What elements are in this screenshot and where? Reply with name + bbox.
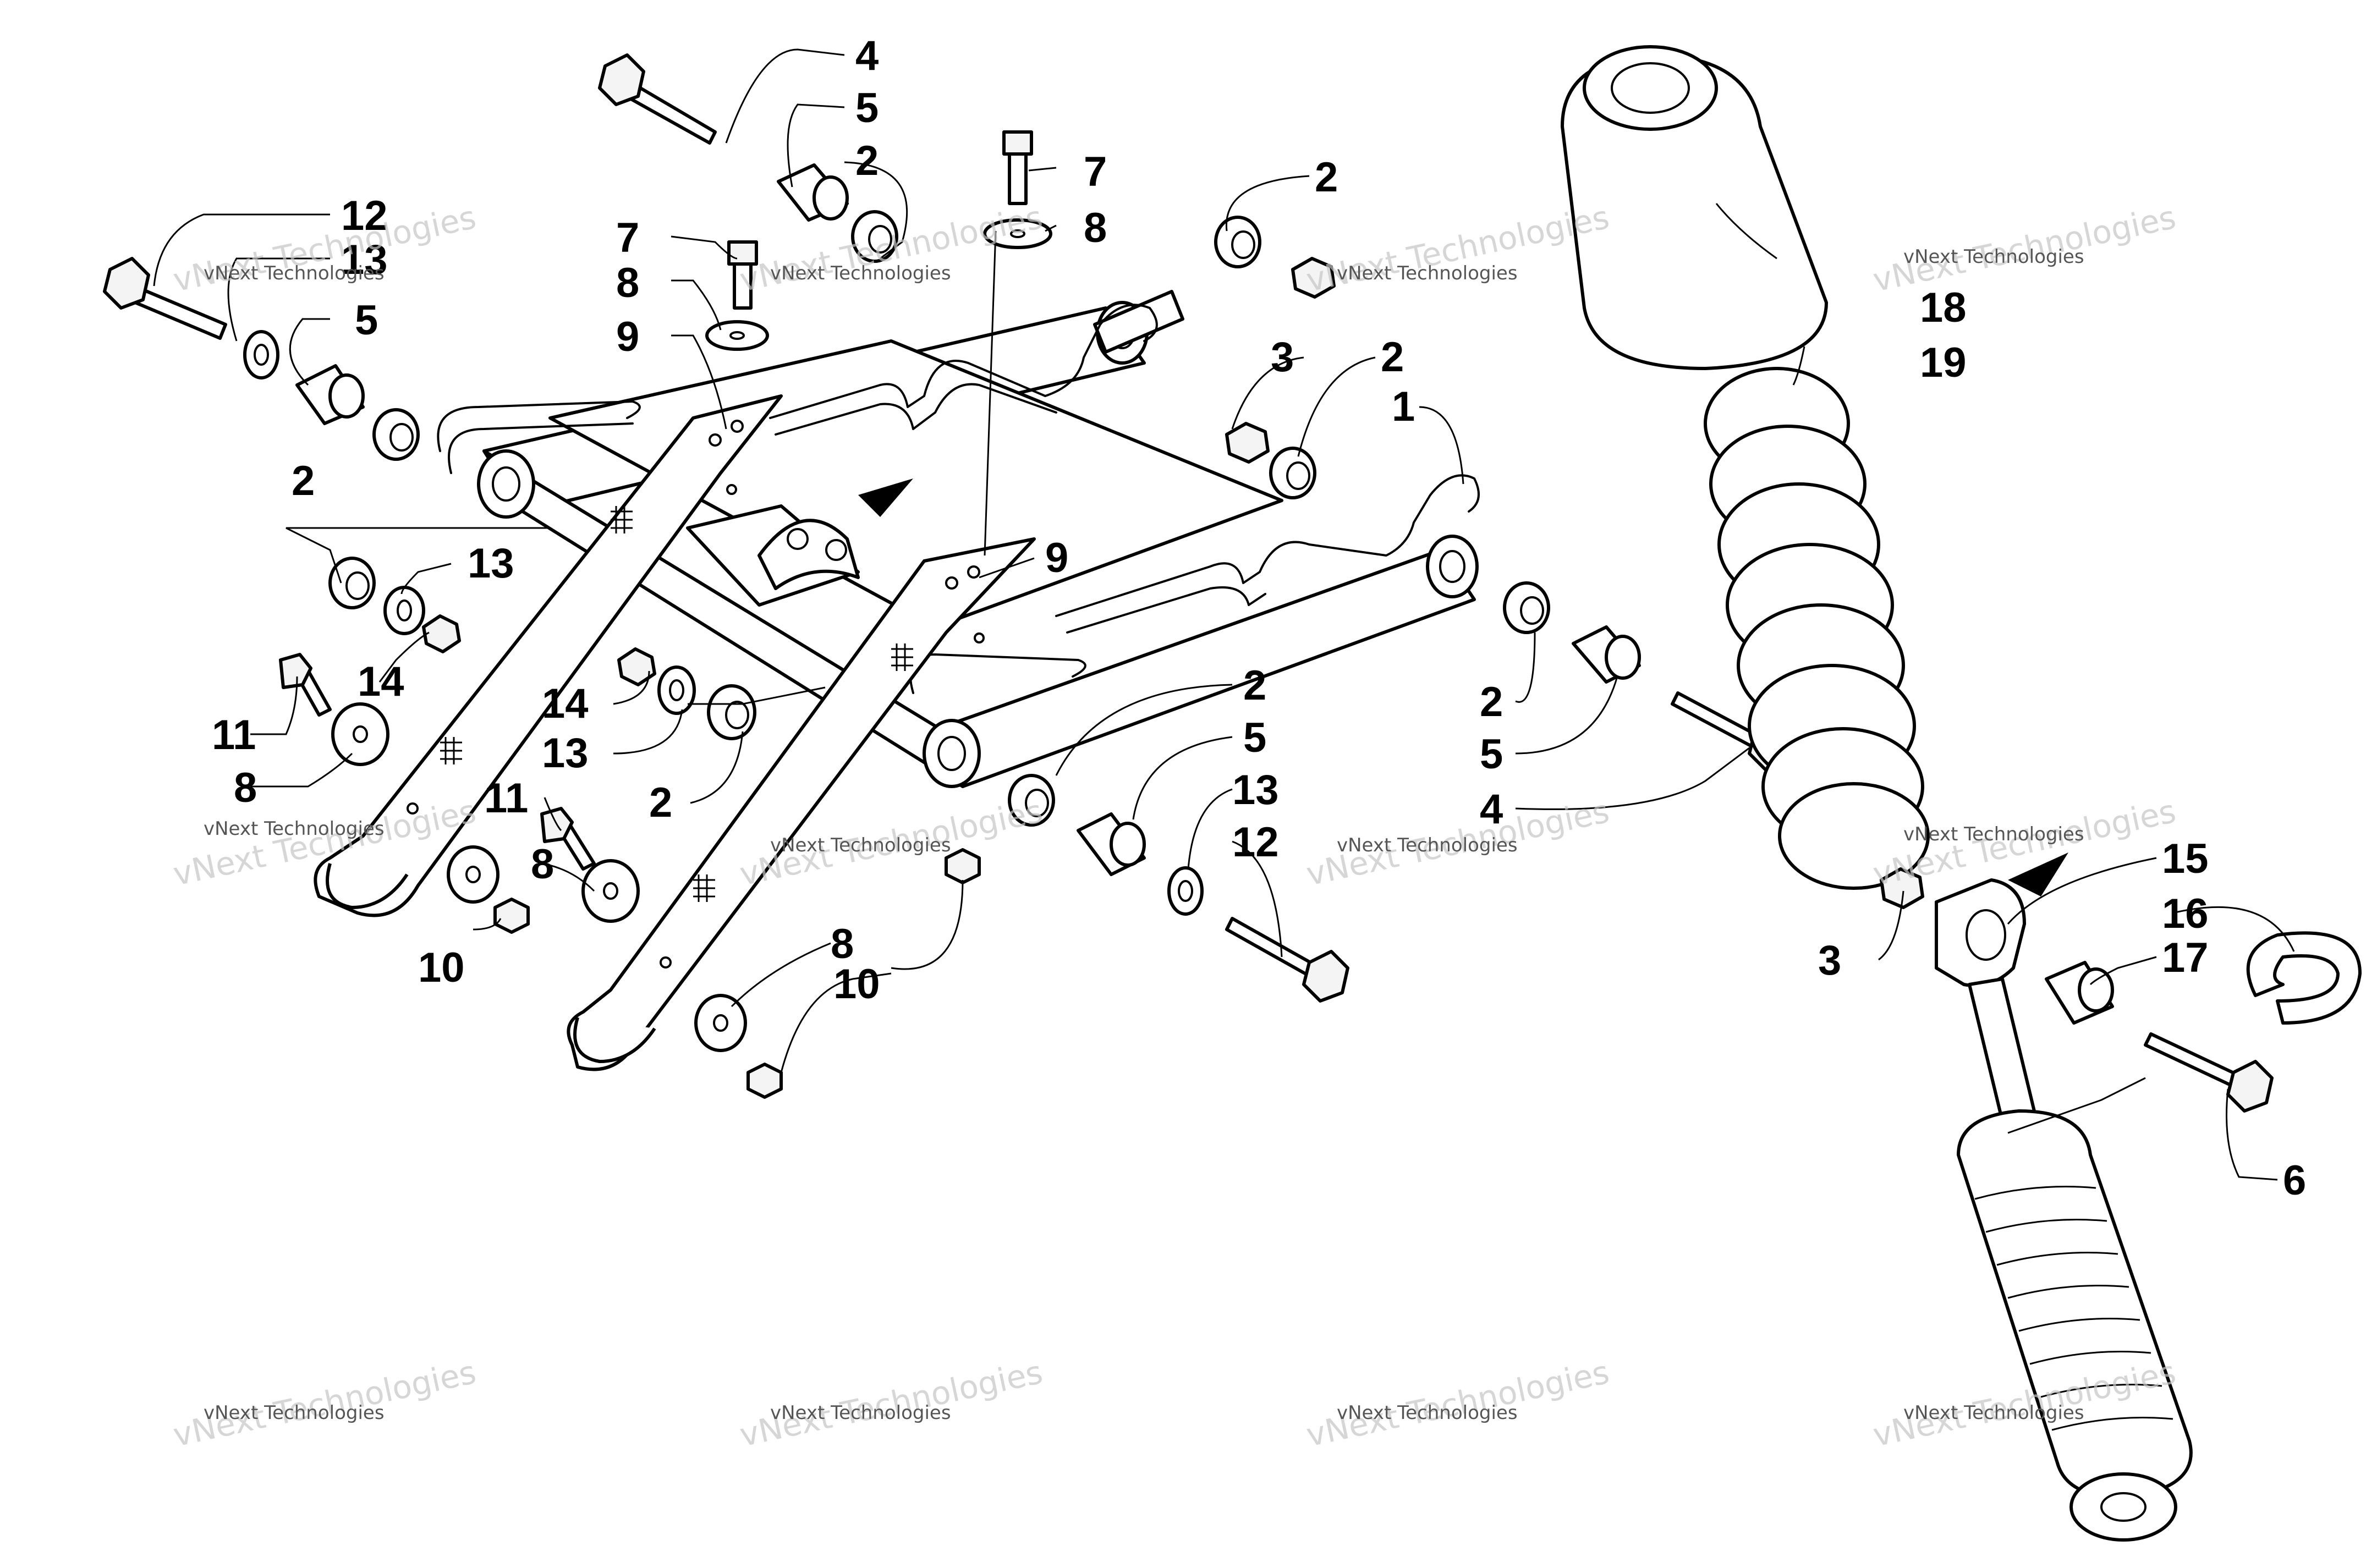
svg-text:vNext Technologies: vNext Technologies bbox=[770, 262, 951, 284]
callout-6: 6 bbox=[2283, 1157, 2306, 1204]
callout-11: 11 bbox=[484, 775, 528, 822]
callout-10: 10 bbox=[833, 961, 880, 1008]
callout-5: 5 bbox=[1480, 731, 1503, 778]
callout-8: 8 bbox=[616, 260, 639, 306]
callout-10: 10 bbox=[418, 944, 465, 991]
shock-assembly bbox=[1561, 45, 2362, 1542]
callout-5: 5 bbox=[855, 85, 879, 131]
svg-text:vNext Technologies: vNext Technologies bbox=[204, 262, 385, 284]
callout-12: 12 bbox=[341, 192, 388, 239]
callout-2: 2 bbox=[1243, 662, 1266, 709]
callout-16: 16 bbox=[2162, 890, 2209, 937]
callout-4: 4 bbox=[855, 32, 879, 79]
svg-text:vNext Technologies: vNext Technologies bbox=[770, 1402, 951, 1424]
callout-19: 19 bbox=[1920, 339, 1967, 386]
callout-3: 3 bbox=[1818, 937, 1841, 984]
svg-text:vNext Technologies: vNext Technologies bbox=[770, 834, 951, 856]
callout-5: 5 bbox=[355, 297, 378, 344]
svg-text:vNext Technologies: vNext Technologies bbox=[204, 818, 385, 840]
svg-text:vNext Technologies: vNext Technologies bbox=[1903, 1402, 2084, 1424]
svg-text:vNext Technologies: vNext Technologies bbox=[1337, 262, 1518, 284]
callout-2: 2 bbox=[649, 779, 672, 826]
callout-2: 2 bbox=[1315, 154, 1338, 201]
callout-13: 13 bbox=[542, 730, 589, 777]
coil-spring bbox=[1704, 367, 1930, 890]
callout-9: 9 bbox=[616, 313, 639, 360]
callout-14: 14 bbox=[542, 680, 589, 727]
callout-17: 17 bbox=[2162, 934, 2209, 981]
svg-text:vNext Technologies: vNext Technologies bbox=[1337, 834, 1518, 856]
callout-18: 18 bbox=[1920, 284, 1967, 331]
callout-2: 2 bbox=[1381, 334, 1404, 381]
callout-7: 7 bbox=[1084, 148, 1107, 195]
callout-4: 4 bbox=[1480, 786, 1503, 833]
callout-2: 2 bbox=[1480, 679, 1503, 725]
callout-11: 11 bbox=[212, 712, 256, 758]
callout-8: 8 bbox=[234, 764, 257, 811]
callout-2: 2 bbox=[292, 458, 315, 504]
callout-13: 13 bbox=[341, 236, 388, 283]
leader-lines bbox=[153, 48, 2295, 1181]
hardware-parts bbox=[103, 53, 1795, 1099]
callout-9: 9 bbox=[1045, 535, 1068, 581]
callout-1: 1 bbox=[1392, 383, 1415, 430]
callout-13: 13 bbox=[1232, 767, 1279, 813]
callout-14: 14 bbox=[358, 658, 404, 705]
callout-8: 8 bbox=[531, 841, 554, 888]
svg-text:vNext Technologies: vNext Technologies bbox=[204, 1402, 385, 1424]
callout-15: 15 bbox=[2162, 835, 2209, 882]
svg-text:vNext Technologies: vNext Technologies bbox=[1903, 246, 2084, 268]
svg-text:vNext Technologies: vNext Technologies bbox=[1903, 823, 2084, 845]
callout-2: 2 bbox=[855, 137, 879, 184]
callout-8: 8 bbox=[1084, 205, 1107, 251]
callout-8: 8 bbox=[831, 921, 854, 967]
left-arm bbox=[314, 394, 783, 917]
callout-7: 7 bbox=[616, 214, 639, 261]
callout-5: 5 bbox=[1243, 714, 1266, 761]
svg-text:vNext Technologies: vNext Technologies bbox=[1337, 1402, 1518, 1424]
callout-3: 3 bbox=[1271, 334, 1294, 381]
callout-labels: 4 5 2 7 8 2 12 13 5 7 8 9 3 2 1 18 19 2 … bbox=[212, 32, 2306, 1204]
right-arm bbox=[567, 537, 1036, 1071]
callout-12: 12 bbox=[1232, 819, 1279, 866]
callout-13: 13 bbox=[468, 540, 514, 587]
